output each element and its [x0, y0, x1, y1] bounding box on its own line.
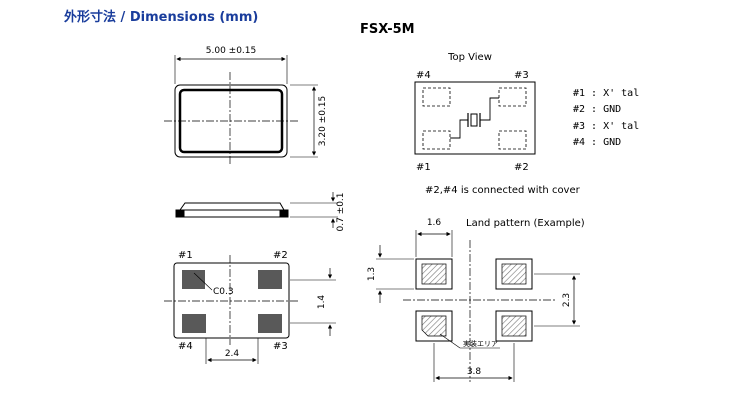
bottom-pin1-label: #1: [178, 250, 193, 261]
top-view-diagram: [414, 81, 536, 155]
header-title: 外形寸法 / Dimensions (mm): [64, 6, 258, 25]
land-pattern-title: Land pattern (Example): [466, 218, 585, 229]
package-top-view: [164, 55, 318, 164]
model-name: FSX-5M: [360, 22, 415, 37]
top-pin2-label: #2: [514, 162, 529, 173]
top-pin1-label: #1: [416, 162, 431, 173]
pitch-x-dimension: 2.4: [225, 349, 240, 359]
top-pin4-label: #4: [416, 70, 431, 81]
package-side-view: [175, 192, 338, 228]
chamfer-label: C0.3: [213, 287, 234, 297]
land-span-y: 2.3: [562, 293, 572, 307]
title-jp: 外形寸法: [64, 10, 117, 25]
bottom-pin4-label: #4: [178, 341, 193, 352]
pin-table-row-1: #1 : X' tal: [573, 88, 639, 99]
connection-note: #2,#4 is connected with cover: [425, 185, 581, 196]
title-en: Dimensions (mm): [129, 10, 259, 25]
pin-table-row-3: #3 : X' tal: [573, 121, 639, 132]
top-pin3-label: #3: [514, 70, 529, 81]
height-dimension: 3.20 ±0.15: [318, 96, 328, 146]
thickness-dimension: 0.7 ±0.1: [336, 192, 346, 231]
bottom-pin3-label: #3: [273, 341, 288, 352]
pitch-y-dimension: 1.4: [317, 295, 327, 310]
top-view-title: Top View: [447, 52, 492, 63]
package-bottom-view: [164, 255, 336, 364]
land-pad-height: 1.3: [367, 267, 377, 281]
title-separator: /: [116, 10, 130, 25]
pin-function-table: #1 : X' tal #2 : GND #3 : X' tal #4 : GN…: [573, 88, 639, 148]
land-pad-width: 1.6: [427, 218, 442, 228]
pin-table-row-2: #2 : GND: [573, 104, 621, 115]
pin-table-row-4: #4 : GND: [573, 137, 621, 148]
land-pattern-diagram: [376, 230, 580, 382]
width-dimension: 5.00 ±0.15: [206, 46, 256, 56]
land-span-x: 3.8: [467, 367, 482, 377]
mount-area-label: 実装エリア: [463, 339, 498, 348]
bottom-pin2-label: #2: [273, 250, 288, 261]
